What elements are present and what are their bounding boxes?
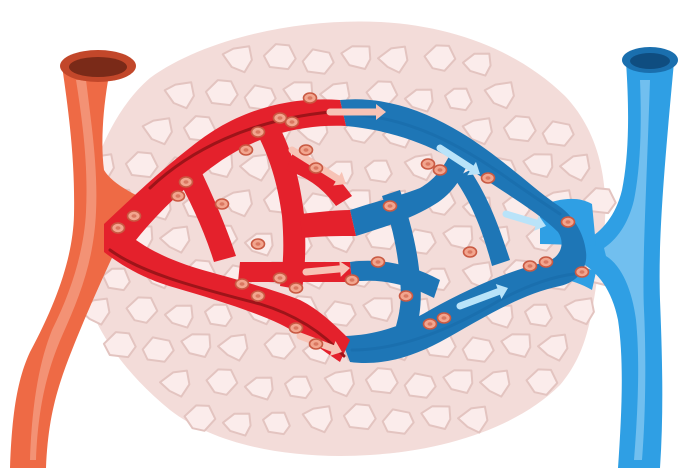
blood-cell-center <box>294 326 299 330</box>
blood-cell-center <box>486 176 491 180</box>
blood-cell-center <box>376 260 381 264</box>
blood-cell-center <box>244 148 249 152</box>
blood-cell-center <box>294 286 299 290</box>
blood-cell-center <box>116 226 121 230</box>
blood-cell-center <box>528 264 533 268</box>
blood-cell-center <box>404 294 409 298</box>
blood-cell-center <box>184 180 189 184</box>
blood-cell-center <box>304 148 309 152</box>
blood-cell-center <box>442 316 447 320</box>
blood-cell-center <box>580 270 585 274</box>
blood-cell-center <box>388 204 393 208</box>
artery-lumen <box>69 57 127 77</box>
blood-cell-center <box>544 260 549 264</box>
blood-cell-center <box>256 294 261 298</box>
capillary-red-join <box>300 210 356 238</box>
blood-cell-center <box>428 322 433 326</box>
blood-cell-center <box>426 162 431 166</box>
blood-cell-center <box>278 276 283 280</box>
blood-cell-center <box>308 96 313 100</box>
blood-cell-center <box>438 168 443 172</box>
tissue-cell <box>263 413 290 435</box>
blood-cell-center <box>256 130 261 134</box>
blood-cell-center <box>566 220 571 224</box>
blood-cell-center <box>256 242 261 246</box>
blood-cell-center <box>468 250 473 254</box>
blood-cell-center <box>350 278 355 282</box>
vein <box>580 47 678 468</box>
tissue-cell <box>285 377 312 399</box>
artery-highlight <box>30 80 96 460</box>
tissue-cell <box>525 305 552 327</box>
blood-cell-center <box>290 120 295 124</box>
tissue-cell <box>445 89 472 111</box>
blood-cell-center <box>314 342 319 346</box>
flow-arrow-shaft <box>306 269 340 272</box>
vein-lumen <box>630 53 670 69</box>
blood-cell-center <box>176 194 181 198</box>
tissue-cell <box>365 161 392 183</box>
blood-cell-center <box>132 214 137 218</box>
tissue-background <box>80 21 616 455</box>
tissue-cell <box>205 305 232 327</box>
blood-cell-center <box>240 282 245 286</box>
blood-cell-center <box>220 202 225 206</box>
blood-cell-center <box>278 116 283 120</box>
blood-cell-center <box>314 166 319 170</box>
tissue-cell <box>103 269 130 291</box>
